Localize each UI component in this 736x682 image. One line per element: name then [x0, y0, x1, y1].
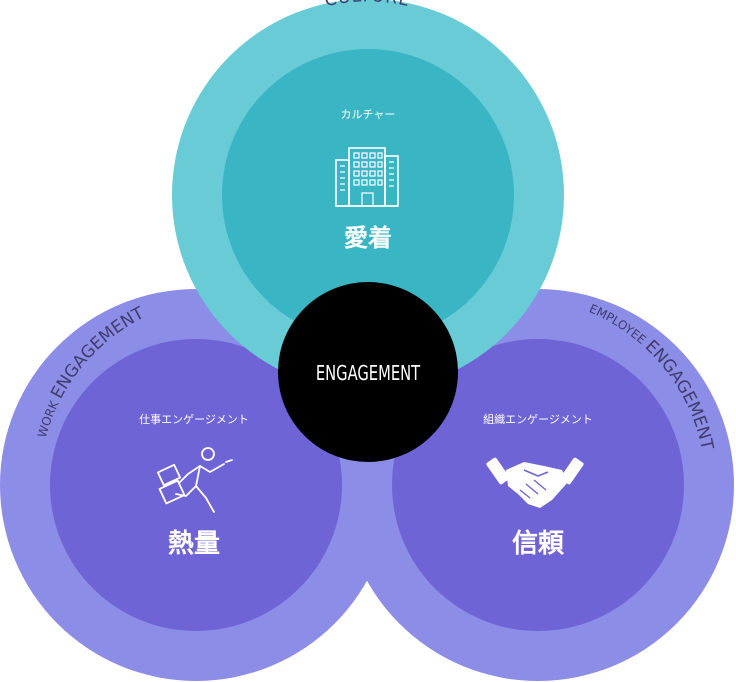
center-circle: ENGAGEMENT [278, 282, 458, 462]
running-businessman-icon [156, 447, 233, 513]
center-disc [278, 282, 458, 462]
employee-subtitle: 組織エンゲージメント [483, 413, 593, 426]
handshake-icon [486, 457, 584, 508]
culture-title: 愛着 [344, 224, 392, 252]
culture-subtitle: カルチャー [341, 108, 396, 121]
work-subtitle: 仕事エンゲージメント [139, 413, 249, 426]
center-label: ENGAGEMENT [316, 363, 421, 386]
culture-inner-circle [222, 49, 514, 341]
culture-arc-label: CULTURE [323, 0, 412, 11]
work-title: 熱量 [168, 529, 220, 559]
building-icon [335, 147, 399, 207]
culture-circle [172, 0, 564, 391]
employee-title: 信頼 [512, 529, 565, 559]
